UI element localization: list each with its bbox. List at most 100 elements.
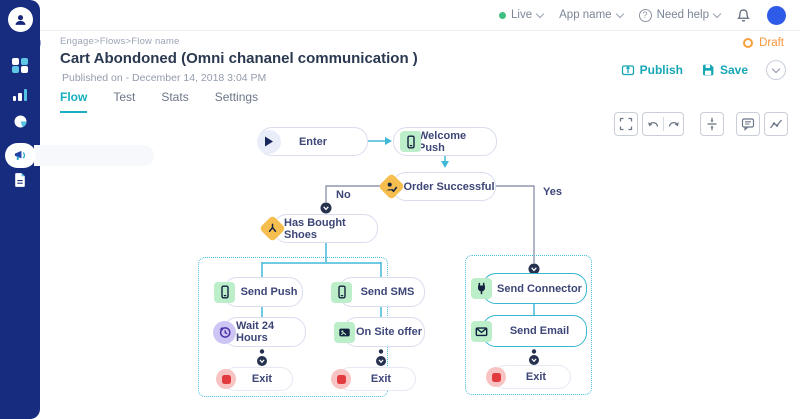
need-help-label: Need help: [656, 9, 709, 21]
mobile-sms-icon: [331, 281, 352, 303]
header-actions: Publish Save: [621, 60, 786, 80]
live-label: Live: [511, 9, 533, 21]
flow-node-send-email[interactable]: Send Email: [471, 315, 587, 347]
bar-chart-icon: [13, 88, 27, 101]
comment-icon: [741, 118, 755, 131]
tab-settings[interactable]: Settings: [214, 90, 259, 104]
flow-node-send-sms[interactable]: Send SMS: [331, 277, 425, 307]
flow-node-order-successful[interactable]: Order Successful: [378, 172, 496, 201]
document-icon: [14, 173, 25, 187]
sidebar-item-engage[interactable]: [5, 143, 36, 168]
node-label: Send Push: [240, 286, 298, 298]
node-label: Wait 24 Hours: [236, 320, 275, 344]
chevron-down-icon: [535, 9, 545, 18]
save-label: Save: [719, 63, 748, 77]
undo-icon: [647, 122, 658, 127]
chevron-down-icon: [712, 9, 722, 18]
stop-icon: [486, 367, 506, 387]
tab-stats[interactable]: Stats: [161, 90, 189, 104]
mobile-push-icon: [400, 131, 421, 152]
node-label: Send SMS: [360, 286, 415, 298]
chevron-down-icon: [771, 64, 781, 74]
envelope-icon: [471, 320, 492, 342]
megaphone-icon: [14, 150, 26, 160]
person-logo-icon: [15, 15, 26, 25]
app-name-label: App name: [559, 9, 612, 21]
flow-node-enter[interactable]: Enter: [257, 127, 368, 156]
breadcrumb[interactable]: Engage>Flows>Flow name: [60, 36, 180, 47]
notifications-button[interactable]: [736, 8, 751, 23]
node-label: Send Connector: [497, 282, 582, 295]
flow-node-on-site-offer[interactable]: On Site offer: [334, 317, 425, 347]
tab-bar: Flow Test Stats Settings: [60, 90, 258, 113]
node-label: Exit: [370, 373, 392, 385]
branch-label-no: No: [336, 189, 351, 201]
app-logo-icon[interactable]: [8, 7, 33, 32]
node-label: On Site offer: [355, 326, 422, 338]
user-avatar[interactable]: [767, 5, 786, 25]
environment-selector[interactable]: Live: [499, 9, 545, 21]
live-status-dot: [499, 11, 507, 19]
auto-arrange-button[interactable]: [700, 112, 724, 136]
need-help-menu[interactable]: ? Need help: [638, 8, 722, 22]
status-badge: Draft: [743, 37, 784, 49]
flow-node-exit-sms[interactable]: Exit: [331, 367, 416, 391]
sidebar-item-dashboard[interactable]: [12, 57, 28, 73]
analytics-view-button[interactable]: [764, 112, 788, 136]
publish-button[interactable]: Publish: [621, 63, 683, 77]
vertical-compress-icon: [707, 117, 717, 131]
comments-button[interactable]: [736, 112, 760, 136]
app-name-selector[interactable]: App name: [559, 9, 624, 21]
bell-icon: [737, 8, 750, 22]
status-label: Draft: [759, 37, 784, 49]
sidebar-item-segments[interactable]: [13, 114, 28, 129]
plug-icon: [471, 278, 492, 299]
chevron-down-icon: [615, 9, 624, 18]
flow-node-exit-push[interactable]: Exit: [216, 367, 293, 391]
sidebar-item-analytics[interactable]: [13, 86, 28, 101]
publish-icon: [621, 65, 634, 76]
node-label: Exit: [525, 371, 547, 383]
user-check-icon: [378, 173, 405, 200]
save-button[interactable]: Save: [701, 63, 748, 77]
play-icon: [257, 129, 281, 154]
node-label: Welcome Push: [418, 129, 467, 154]
draft-ring-icon: [743, 38, 754, 48]
publish-label: Publish: [639, 63, 683, 77]
save-options-button[interactable]: [766, 60, 786, 80]
fit-screen-button[interactable]: [614, 112, 638, 136]
mobile-push-icon: [214, 281, 235, 303]
stop-icon: [216, 369, 236, 389]
branch-label-yes: Yes: [543, 186, 562, 198]
flow-node-send-connector[interactable]: Send Connector: [471, 273, 587, 304]
flow-node-send-push[interactable]: Send Push: [214, 277, 303, 307]
tab-flow[interactable]: Flow: [60, 90, 88, 113]
flow-node-exit-email[interactable]: Exit: [486, 365, 571, 389]
topbar: Live App name ? Need help: [40, 0, 800, 31]
node-label: Exit: [251, 373, 273, 385]
grid-icon: [12, 57, 28, 73]
page-title: Cart Abondoned (Omni chananel communicat…: [60, 50, 418, 67]
sidebar: [0, 0, 154, 419]
published-timestamp: Published on - December 14, 2018 3:04 PM: [62, 72, 267, 84]
sidebar-item-docs[interactable]: [12, 173, 27, 188]
undo-redo-buttons[interactable]: [642, 112, 684, 136]
flow-node-has-bought-shoes[interactable]: Has Bought Shoes: [259, 214, 378, 243]
node-label: Send Email: [509, 325, 570, 337]
question-icon: ?: [638, 8, 652, 22]
pie-chart-icon: [14, 115, 26, 128]
divider: [662, 117, 664, 131]
sidebar-nav: [0, 57, 40, 129]
node-label: Enter: [298, 135, 328, 148]
tab-test[interactable]: Test: [113, 90, 136, 104]
flow-node-wait-24-hours[interactable]: Wait 24 Hours: [213, 317, 306, 347]
branch-split-icon: [259, 215, 286, 242]
save-icon: [702, 64, 714, 76]
redo-icon: [668, 122, 679, 127]
clock-history-icon: [213, 320, 236, 344]
fit-screen-icon: [619, 117, 633, 131]
node-label: Order Successful: [403, 180, 495, 193]
flow-node-welcome-push[interactable]: Welcome Push: [393, 127, 497, 156]
sidebar-active-label-strip: [34, 145, 154, 166]
